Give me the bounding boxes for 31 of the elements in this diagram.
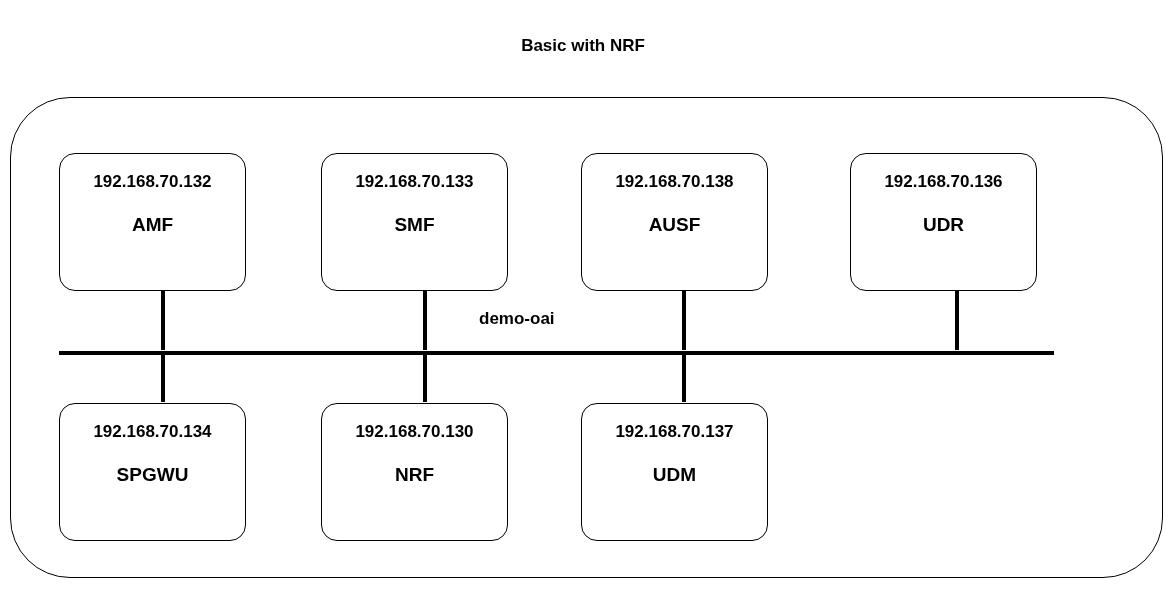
- connector-line: [682, 290, 686, 350]
- function-name: UDR: [921, 214, 966, 236]
- function-name: AUSF: [647, 214, 702, 236]
- ip-address: 192.168.70.130: [354, 422, 475, 442]
- function-name: SPGWU: [115, 464, 190, 486]
- connector-line: [423, 354, 427, 402]
- network-function-box: [581, 153, 768, 291]
- network-boundary: [10, 97, 1163, 578]
- ip-address: 192.168.70.132: [92, 172, 213, 192]
- connector-line: [161, 290, 165, 350]
- ip-address: 192.168.70.138: [614, 172, 735, 192]
- connector-line: [955, 290, 959, 350]
- ip-address: 192.168.70.136: [883, 172, 1004, 192]
- function-name: NRF: [393, 464, 436, 486]
- function-name: SMF: [393, 214, 436, 236]
- network-function-box: [321, 153, 508, 291]
- network-name: demo-oai: [479, 309, 555, 329]
- network-function-box: [59, 153, 246, 291]
- network-function-box: [59, 403, 246, 541]
- ip-address: 192.168.70.133: [354, 172, 475, 192]
- network-function-box: [850, 153, 1037, 291]
- network-function-box: [321, 403, 508, 541]
- function-name: UDM: [651, 464, 698, 486]
- connector-line: [682, 354, 686, 402]
- function-name: AMF: [130, 214, 175, 236]
- connector-line: [161, 354, 165, 402]
- connector-line: [423, 290, 427, 350]
- diagram-title: Basic with NRF: [520, 36, 646, 56]
- network-function-box: [581, 403, 768, 541]
- ip-address: 192.168.70.134: [92, 422, 213, 442]
- ip-address: 192.168.70.137: [614, 422, 735, 442]
